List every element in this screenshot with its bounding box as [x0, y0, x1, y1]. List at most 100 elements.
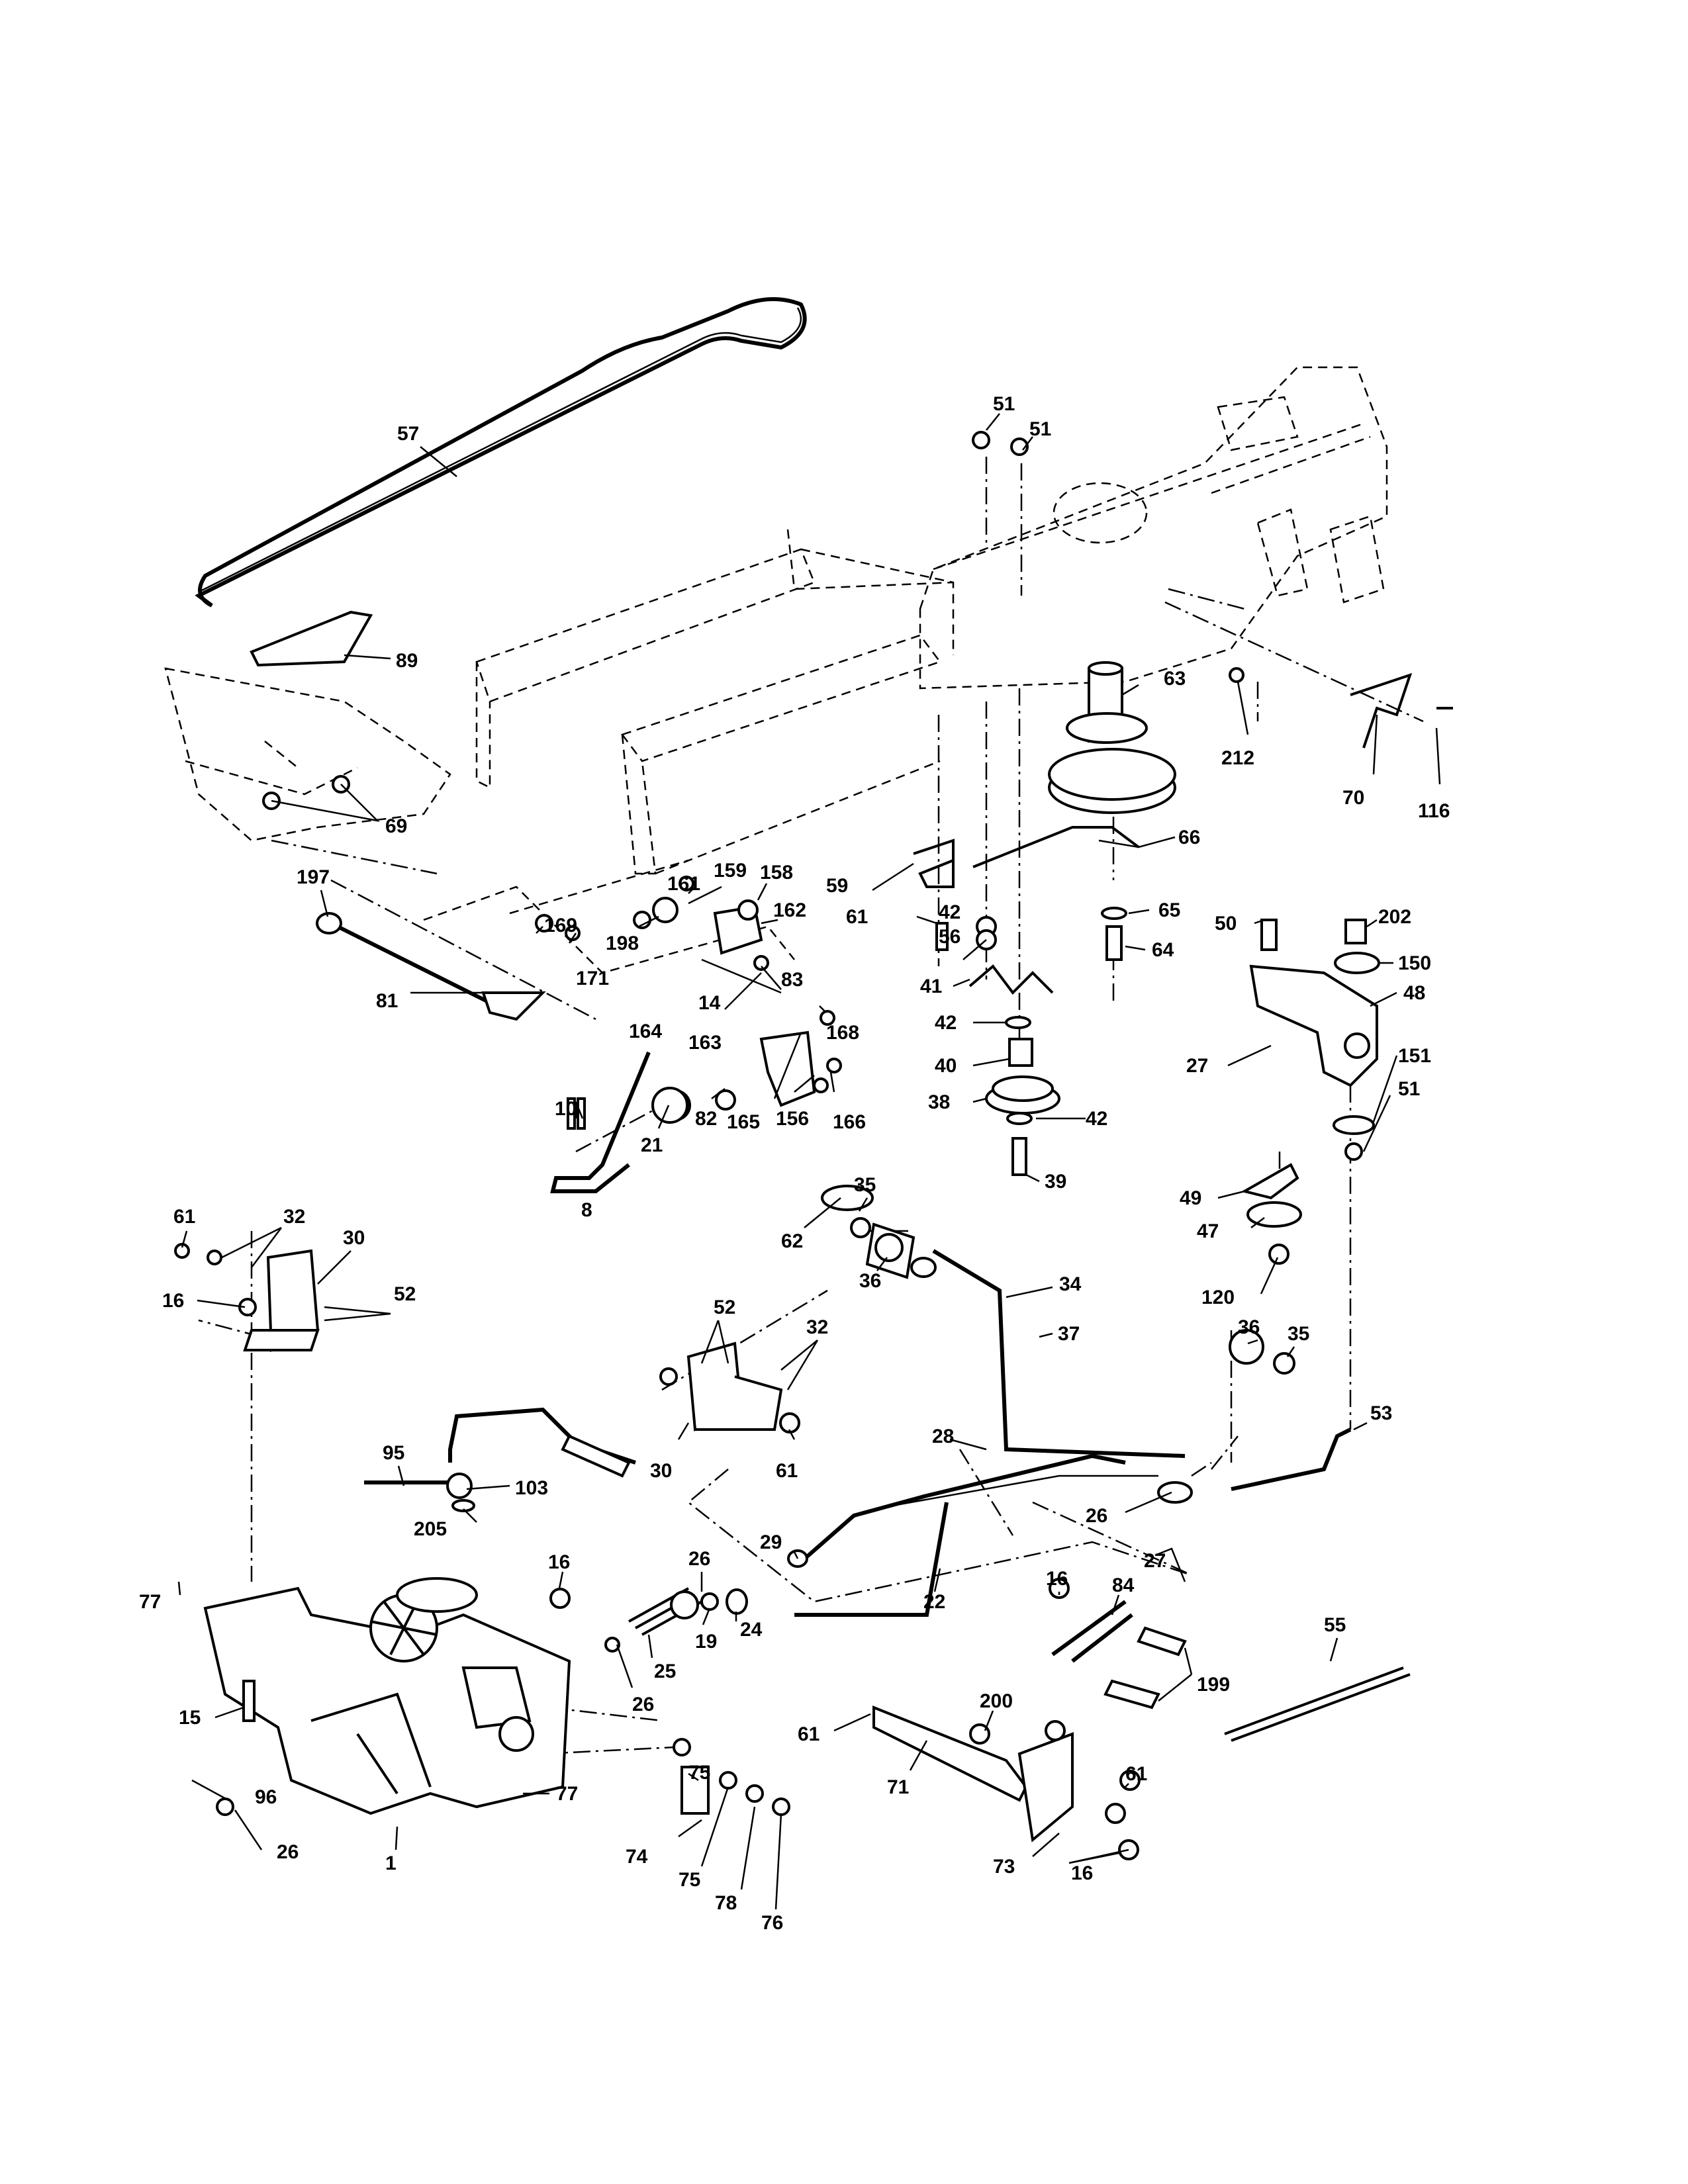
- callout-63: 63: [1164, 668, 1186, 690]
- callout-1: 1: [385, 1852, 397, 1874]
- callout-73: 73: [993, 1856, 1015, 1878]
- callout-151: 151: [1398, 1045, 1431, 1067]
- callout-26-upper-center: 26: [688, 1548, 710, 1570]
- bracket-70: [1350, 672, 1453, 749]
- callout-28: 28: [932, 1426, 954, 1447]
- callouts: 57 89 69 197 81 169 171 198 161 159 158 …: [139, 393, 1450, 1934]
- callout-41: 41: [920, 976, 942, 997]
- callout-59: 59: [826, 875, 848, 897]
- callout-8: 8: [581, 1199, 592, 1221]
- callout-52-left: 52: [394, 1283, 416, 1305]
- callout-61-lever-left: 61: [798, 1723, 820, 1745]
- callout-199: 199: [1197, 1674, 1230, 1696]
- rod-95: [364, 1407, 636, 1484]
- callout-164: 164: [629, 1021, 662, 1042]
- clutch-rod-34: [865, 1222, 1186, 1458]
- callout-51-right: 51: [1398, 1078, 1420, 1100]
- spring-55: [1224, 1666, 1411, 1742]
- transaxle: [203, 1577, 571, 1815]
- callout-29: 29: [760, 1531, 782, 1553]
- callout-205: 205: [414, 1518, 447, 1540]
- callout-64: 64: [1152, 939, 1174, 961]
- callout-200: 200: [980, 1690, 1013, 1712]
- callout-62: 62: [781, 1230, 803, 1252]
- callout-65: 65: [1158, 899, 1180, 921]
- callout-89: 89: [396, 650, 418, 672]
- cable-53: [1231, 1428, 1352, 1491]
- callout-163: 163: [688, 1032, 722, 1054]
- brake-rod-28: [800, 1453, 1126, 1564]
- callout-42-top: 42: [939, 901, 961, 923]
- callout-95: 95: [383, 1442, 404, 1464]
- callout-61-center: 61: [846, 906, 868, 928]
- callout-37: 37: [1058, 1323, 1080, 1345]
- callout-169: 169: [544, 915, 577, 936]
- callout-32-center: 32: [806, 1316, 828, 1338]
- callout-81: 81: [376, 990, 398, 1012]
- callout-16-left: 16: [162, 1290, 184, 1312]
- bracket-59: [913, 839, 955, 888]
- callout-27-lower: 27: [1144, 1550, 1166, 1572]
- front-mount-bracket: [686, 1342, 783, 1432]
- callout-25: 25: [654, 1661, 676, 1682]
- alignment-lines: [198, 457, 1424, 1755]
- callout-75-lower: 75: [679, 1869, 700, 1891]
- callout-198: 198: [606, 933, 639, 954]
- callout-40: 40: [935, 1055, 957, 1077]
- engine-pulley: [1048, 661, 1176, 814]
- callout-47: 47: [1197, 1220, 1219, 1242]
- callout-66: 66: [1178, 827, 1200, 848]
- callout-96: 96: [255, 1786, 277, 1808]
- callout-49: 49: [1180, 1187, 1201, 1209]
- callout-39: 39: [1045, 1171, 1066, 1193]
- callout-156: 156: [776, 1108, 809, 1130]
- callout-158: 158: [760, 862, 793, 884]
- knob-21: [651, 1087, 688, 1124]
- callout-42-middle: 42: [935, 1012, 957, 1034]
- callout-30-center: 30: [650, 1460, 672, 1482]
- callout-166: 166: [833, 1111, 866, 1133]
- idler-bracket-48: [1249, 952, 1380, 1135]
- hardware: [174, 431, 1367, 1860]
- callout-35-right: 35: [1288, 1323, 1309, 1345]
- callout-36-right: 36: [1238, 1316, 1260, 1338]
- callout-70: 70: [1342, 787, 1364, 809]
- pivot-bracket-165: [713, 905, 816, 1107]
- callout-56: 56: [939, 926, 961, 948]
- callout-84: 84: [1112, 1574, 1135, 1596]
- callout-14: 14: [698, 992, 721, 1014]
- callout-212: 212: [1221, 747, 1254, 769]
- callout-103: 103: [515, 1477, 548, 1499]
- callout-15: 15: [179, 1707, 201, 1729]
- callout-16-transaxle: 16: [548, 1551, 570, 1573]
- callout-52-center: 52: [714, 1297, 735, 1318]
- callout-76: 76: [761, 1912, 783, 1934]
- rod-22: [794, 1475, 1158, 1617]
- callout-78: 78: [715, 1892, 737, 1914]
- callout-26-right: 26: [1086, 1505, 1107, 1527]
- rod-81: [316, 912, 546, 1021]
- callout-24: 24: [740, 1619, 763, 1641]
- callout-159: 159: [714, 860, 747, 882]
- rear-mount-bracket: [243, 1249, 320, 1352]
- callout-83: 83: [781, 969, 803, 991]
- callout-168: 168: [826, 1022, 859, 1044]
- callout-53: 53: [1370, 1402, 1392, 1424]
- callout-36-upper: 36: [859, 1270, 881, 1292]
- callout-161: 161: [667, 873, 700, 895]
- belt-guide: [250, 610, 373, 667]
- callout-10: 10: [555, 1098, 577, 1120]
- callout-57: 57: [397, 423, 419, 445]
- callout-71: 71: [887, 1776, 909, 1798]
- callout-48: 48: [1403, 982, 1425, 1004]
- callout-21: 21: [641, 1134, 663, 1156]
- callout-26-lower-center: 26: [632, 1694, 654, 1715]
- callout-19: 19: [695, 1631, 717, 1653]
- idler-pulley-47: [1241, 1163, 1302, 1228]
- callout-42-bottom: 42: [1086, 1108, 1107, 1130]
- callout-150: 150: [1398, 952, 1431, 974]
- callout-51-top-left: 51: [993, 393, 1015, 415]
- callout-75-upper: 75: [688, 1762, 710, 1784]
- bracket-41: [968, 964, 1054, 995]
